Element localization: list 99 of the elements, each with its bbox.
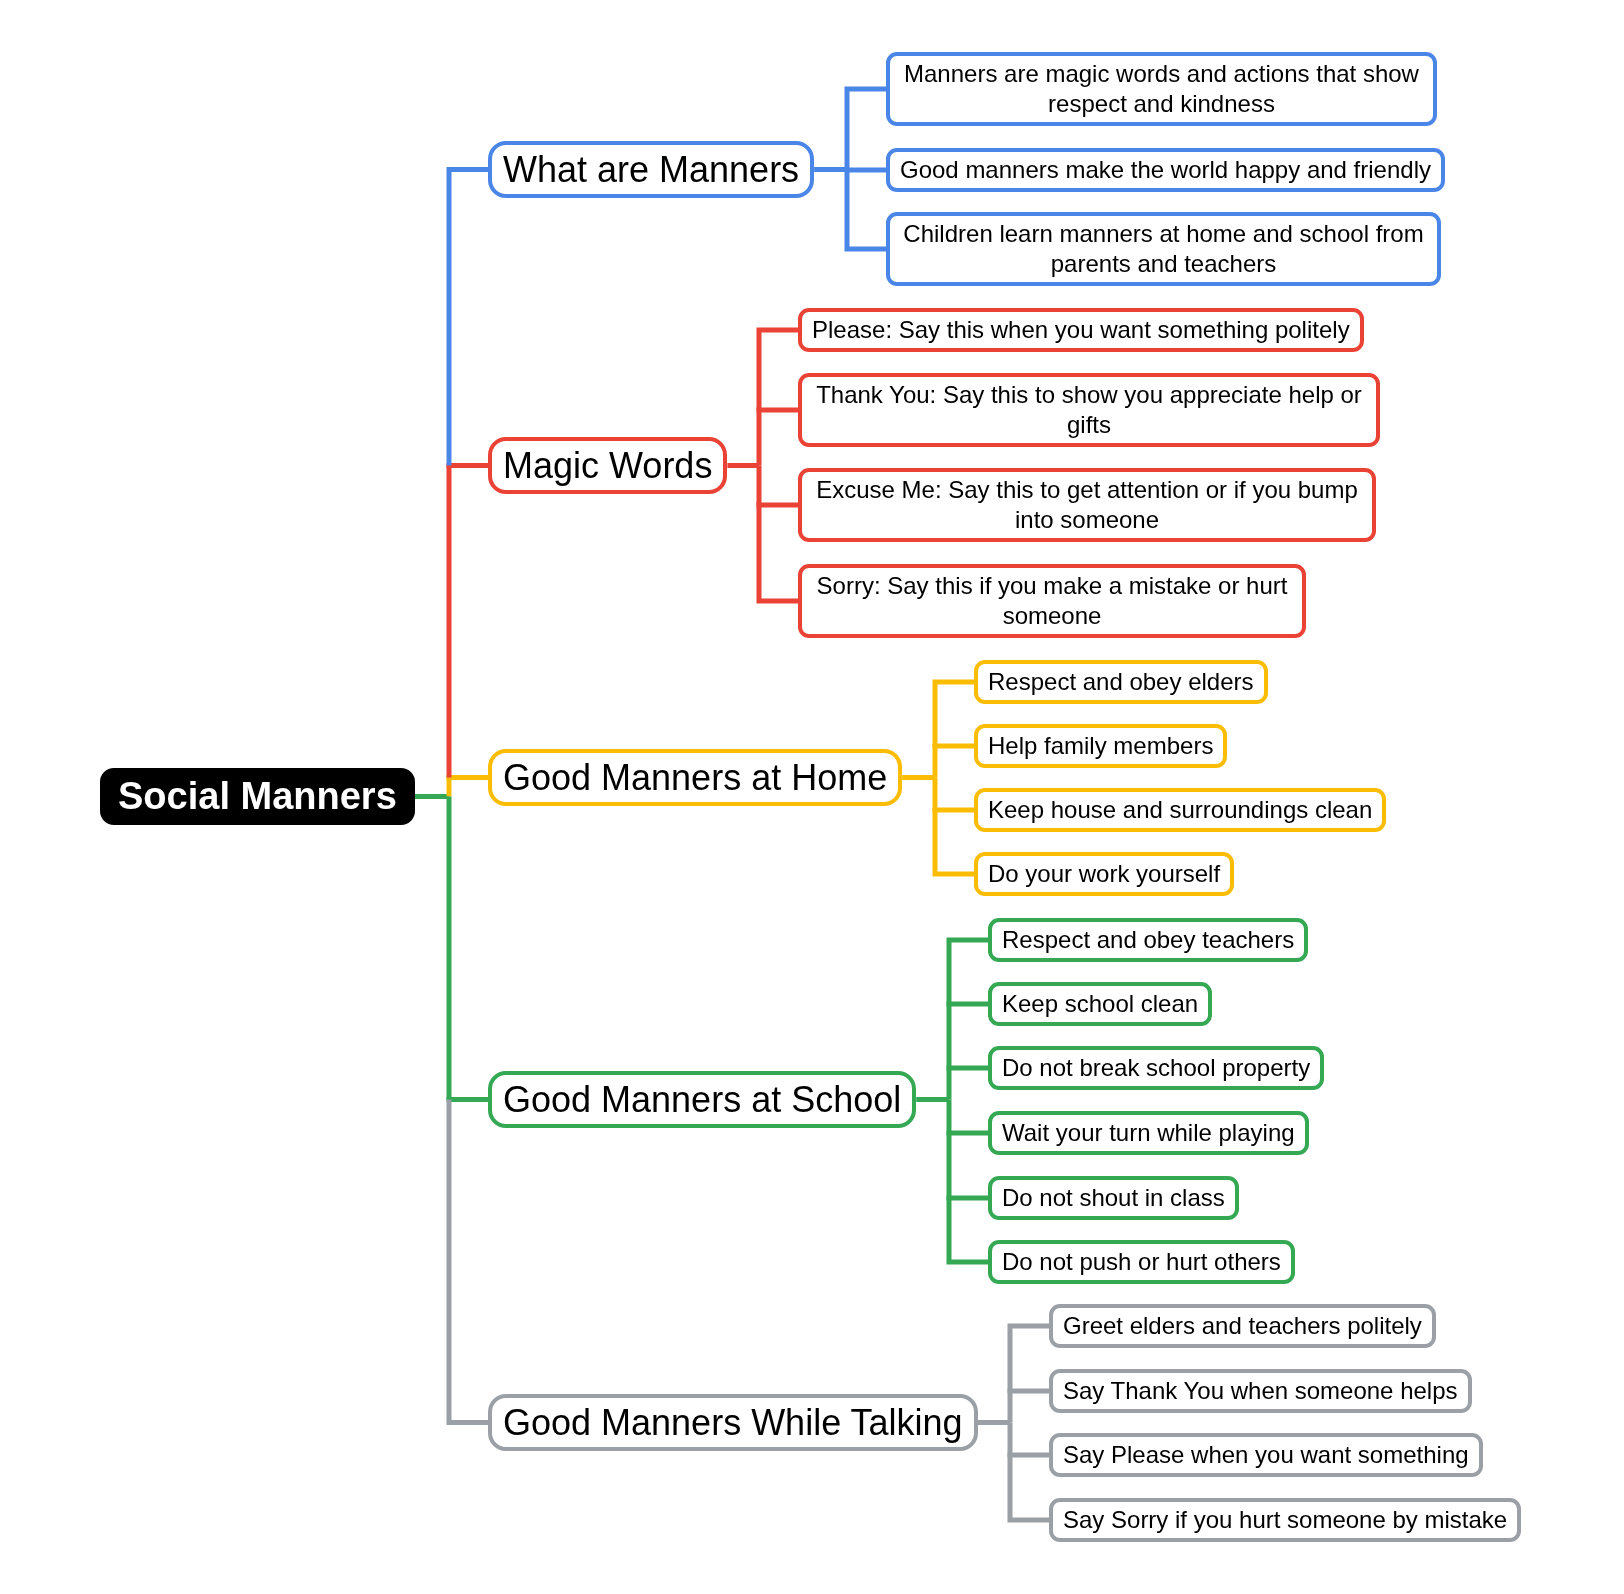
- subtopic-label: Say Please when you want something: [1063, 1440, 1469, 1470]
- subtopic-box: [798, 373, 1380, 447]
- subtopic-label: Thank You: Say this to show you appreciate help or gifts: [815, 380, 1363, 440]
- connector-line: [946, 1133, 952, 1198]
- connector-line: [946, 1195, 988, 1201]
- connector-line: [446, 1097, 488, 1102]
- topic-label: Good Manners While Talking: [503, 1401, 963, 1445]
- connector-line: [1007, 1391, 1013, 1423]
- subtopic-label: Help family members: [988, 731, 1214, 761]
- subtopic-label: Wait your turn while playing: [1002, 1118, 1295, 1148]
- connector-line: [814, 167, 847, 172]
- connector-line: [1007, 1323, 1049, 1391]
- connector-line: [756, 410, 762, 466]
- subtopic-box: [988, 1111, 1309, 1155]
- subtopic-label: Do not shout in class: [1002, 1183, 1225, 1213]
- subtopic-label: Please: Say this when you want something politely: [812, 315, 1350, 345]
- connector-line: [844, 169, 886, 252]
- connector-line: [727, 463, 759, 468]
- connector-line: [446, 167, 488, 466]
- connector-line: [932, 743, 974, 749]
- subtopic-box: [798, 468, 1376, 542]
- connector-line: [916, 1097, 949, 1102]
- subtopic-box: [1049, 1369, 1472, 1413]
- connector-line: [932, 807, 974, 813]
- connector-line: [446, 465, 452, 778]
- connector-line: [946, 1065, 988, 1071]
- connector-line: [946, 1130, 988, 1136]
- connector-line: [946, 937, 988, 1004]
- subtopic-label: Say Thank You when someone helps: [1063, 1376, 1458, 1406]
- connector-line: [946, 1004, 952, 1068]
- connector-line: [446, 796, 452, 1100]
- connector-line: [446, 777, 452, 797]
- subtopic-label: Keep house and surroundings clean: [988, 795, 1373, 825]
- topic-box: [488, 141, 815, 198]
- subtopic-box: [974, 788, 1387, 832]
- subtopic-label: Manners are magic words and actions that show respect and kindness: [903, 59, 1420, 119]
- connector-line: [932, 777, 938, 810]
- connector-line: [446, 775, 488, 780]
- connector-line: [977, 1420, 1010, 1425]
- subtopic-label: Keep school clean: [1002, 989, 1199, 1019]
- subtopic-box: [886, 52, 1437, 126]
- subtopic-label: Children learn manners at home and school from parents and teachers: [902, 219, 1425, 279]
- connector-line: [844, 86, 886, 170]
- subtopic-box: [798, 308, 1364, 352]
- subtopic-label: Do not push or hurt others: [1002, 1247, 1281, 1277]
- connector-line: [902, 775, 935, 780]
- subtopic-box: [1049, 1433, 1483, 1477]
- connector-line: [756, 502, 798, 508]
- connector-line: [1007, 1422, 1013, 1455]
- connector-line: [1007, 1388, 1049, 1394]
- subtopic-box: [974, 724, 1228, 768]
- topic-label: What are Manners: [503, 148, 800, 192]
- connector-line: [946, 1099, 952, 1133]
- subtopic-label: Excuse Me: Say this to get attention or if you bump into someone: [815, 475, 1359, 535]
- connector-line: [756, 327, 798, 410]
- topic-box: [488, 749, 903, 806]
- subtopic-label: Do not break school property: [1002, 1053, 1311, 1083]
- connector-line: [1007, 1455, 1049, 1523]
- topic-box: [488, 437, 728, 494]
- central-topic-box: [100, 768, 415, 825]
- subtopic-box: [988, 982, 1213, 1026]
- subtopic-label: Sorry: Say this if you make a mistake or hurt someone: [815, 571, 1289, 631]
- subtopic-label: Greet elders and teachers politely: [1063, 1311, 1422, 1341]
- subtopic-box: [1049, 1304, 1436, 1348]
- subtopic-label: Good manners make the world happy and friendly: [900, 155, 1431, 185]
- connector-line: [414, 794, 449, 799]
- connector-line: [756, 505, 798, 604]
- subtopic-box: [988, 1240, 1295, 1284]
- subtopic-box: [988, 1046, 1325, 1090]
- subtopic-box: [988, 918, 1309, 962]
- connector-line: [756, 407, 798, 413]
- connector-line: [446, 463, 488, 468]
- subtopic-box: [886, 148, 1445, 192]
- connector-line: [932, 810, 974, 877]
- subtopic-label: Do your work yourself: [988, 859, 1221, 889]
- connector-line: [847, 167, 886, 173]
- connector-line: [446, 1099, 488, 1425]
- topic-box: [488, 1394, 978, 1451]
- subtopic-box: [974, 660, 1268, 704]
- subtopic-box: [988, 1176, 1239, 1220]
- topic-label: Good Manners at School: [503, 1078, 902, 1122]
- subtopic-box: [1049, 1498, 1522, 1542]
- connector-line: [946, 1068, 952, 1100]
- subtopic-label: Respect and obey elders: [988, 667, 1254, 697]
- topic-label: Good Manners at Home: [503, 756, 888, 800]
- connector-line: [946, 1001, 988, 1007]
- connector-line: [946, 1198, 988, 1265]
- subtopic-box: [798, 564, 1306, 638]
- connector-line: [932, 679, 974, 746]
- subtopic-box: [974, 852, 1235, 896]
- connector-line: [1007, 1452, 1049, 1458]
- central-topic-label: Social Manners: [118, 774, 397, 819]
- topic-box: [488, 1071, 917, 1128]
- topic-label: Magic Words: [503, 444, 713, 488]
- subtopic-box: [886, 212, 1441, 286]
- connector-line: [756, 465, 762, 505]
- connector-line: [932, 746, 938, 778]
- subtopic-label: Say Sorry if you hurt someone by mistake: [1063, 1505, 1508, 1535]
- subtopic-label: Respect and obey teachers: [1002, 925, 1295, 955]
